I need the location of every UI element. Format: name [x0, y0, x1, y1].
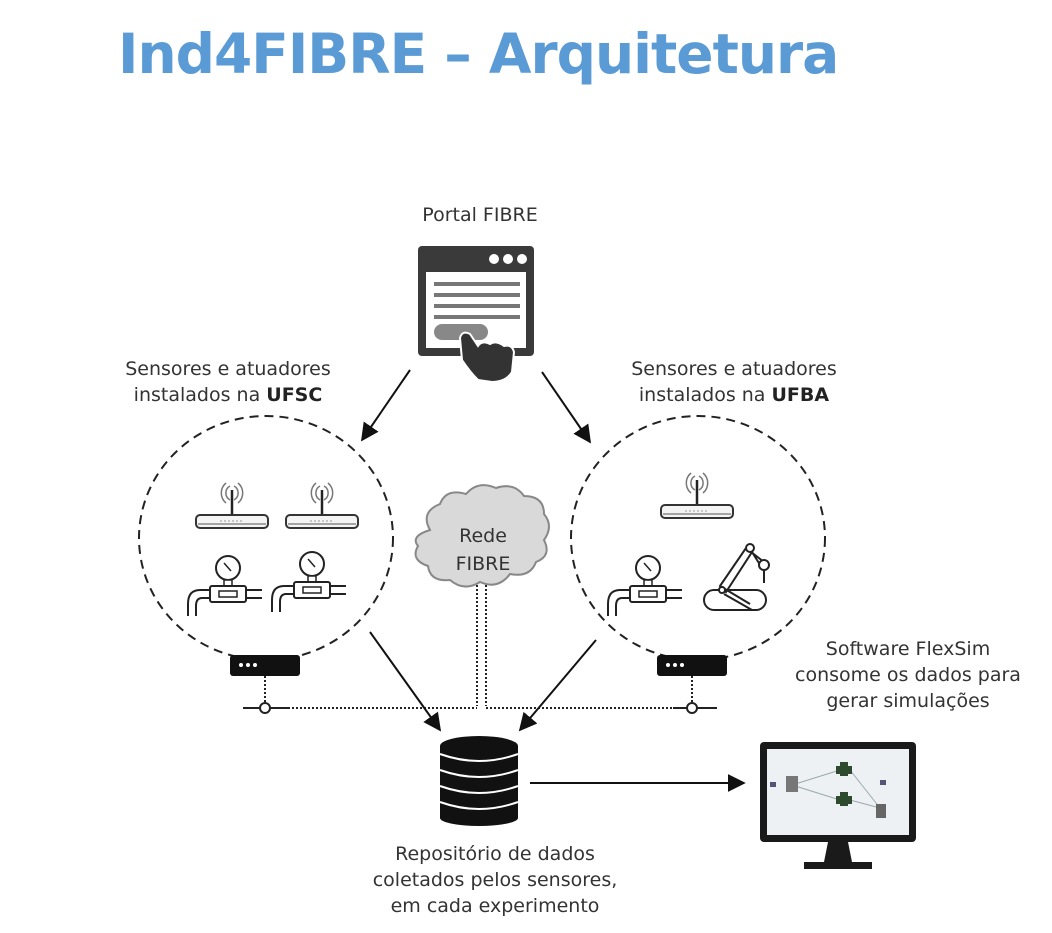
page-title: Ind4FIBRE – Arquitetura [118, 22, 839, 86]
bus-taps [243, 702, 717, 714]
edge-ufsc-repository [369, 631, 442, 732]
repository-label-line2: coletados pelos sensores, [372, 869, 618, 891]
flexsim-model-thumbnail [770, 762, 886, 818]
network-label-line2: FIBRE [455, 553, 511, 575]
ufsc-label: Sensores e atuadores instalados na UFSC [108, 356, 348, 408]
network-bus [264, 585, 693, 709]
database-icon [439, 736, 519, 826]
flexsim-label: Software FlexSim consome os dados para g… [778, 636, 1038, 714]
gateway-icon [657, 655, 727, 676]
edge-portal-ufsc [360, 369, 411, 442]
ufba-label-prefix: instalados na [638, 384, 772, 406]
ufba-label-bold: UFBA [771, 384, 830, 406]
pressure-gauge-icon [607, 555, 683, 617]
network-label-line1: Rede [459, 525, 507, 547]
edge-portal-ufba [541, 371, 592, 444]
monitor-icon [760, 742, 916, 869]
wifi-router-icon [194, 481, 270, 530]
repository-label: Repositório de dados coletados pelos sen… [350, 841, 640, 919]
network-label: Rede FIBRE [418, 522, 548, 578]
wifi-router-icon [284, 481, 360, 530]
browser-click-icon [418, 246, 534, 384]
flexsim-label-line1: Software FlexSim [825, 638, 991, 660]
flexsim-label-line3: gerar simulações [826, 690, 990, 712]
cloud-icon [414, 484, 550, 588]
ufba-label-line1: Sensores e atuadores [631, 358, 837, 380]
flexsim-label-line2: consome os dados para [795, 664, 1021, 686]
ufba-site-boundary [570, 415, 826, 661]
portal-label-text: Portal FIBRE [422, 204, 538, 226]
gateway-icon [230, 655, 300, 676]
pressure-gauge-icon [271, 551, 347, 613]
portal-label: Portal FIBRE [405, 202, 555, 228]
repository-label-line1: Repositório de dados [395, 843, 595, 865]
repository-label-line3: em cada experimento [390, 895, 600, 917]
ufsc-label-bold: UFSC [266, 384, 323, 406]
ufsc-label-prefix: instalados na [133, 384, 267, 406]
robot-arm-icon [703, 543, 770, 611]
ufsc-label-line2: instalados na UFSC [108, 382, 348, 408]
ufba-label: Sensores e atuadores instalados na UFBA [614, 356, 854, 408]
pressure-gauge-icon [187, 555, 263, 617]
ufsc-site-boundary [138, 415, 394, 661]
wifi-router-icon [659, 471, 735, 520]
ufsc-label-line1: Sensores e atuadores [125, 358, 331, 380]
edge-ufba-repository [518, 639, 597, 732]
ufba-label-line2: instalados na UFBA [614, 382, 854, 408]
